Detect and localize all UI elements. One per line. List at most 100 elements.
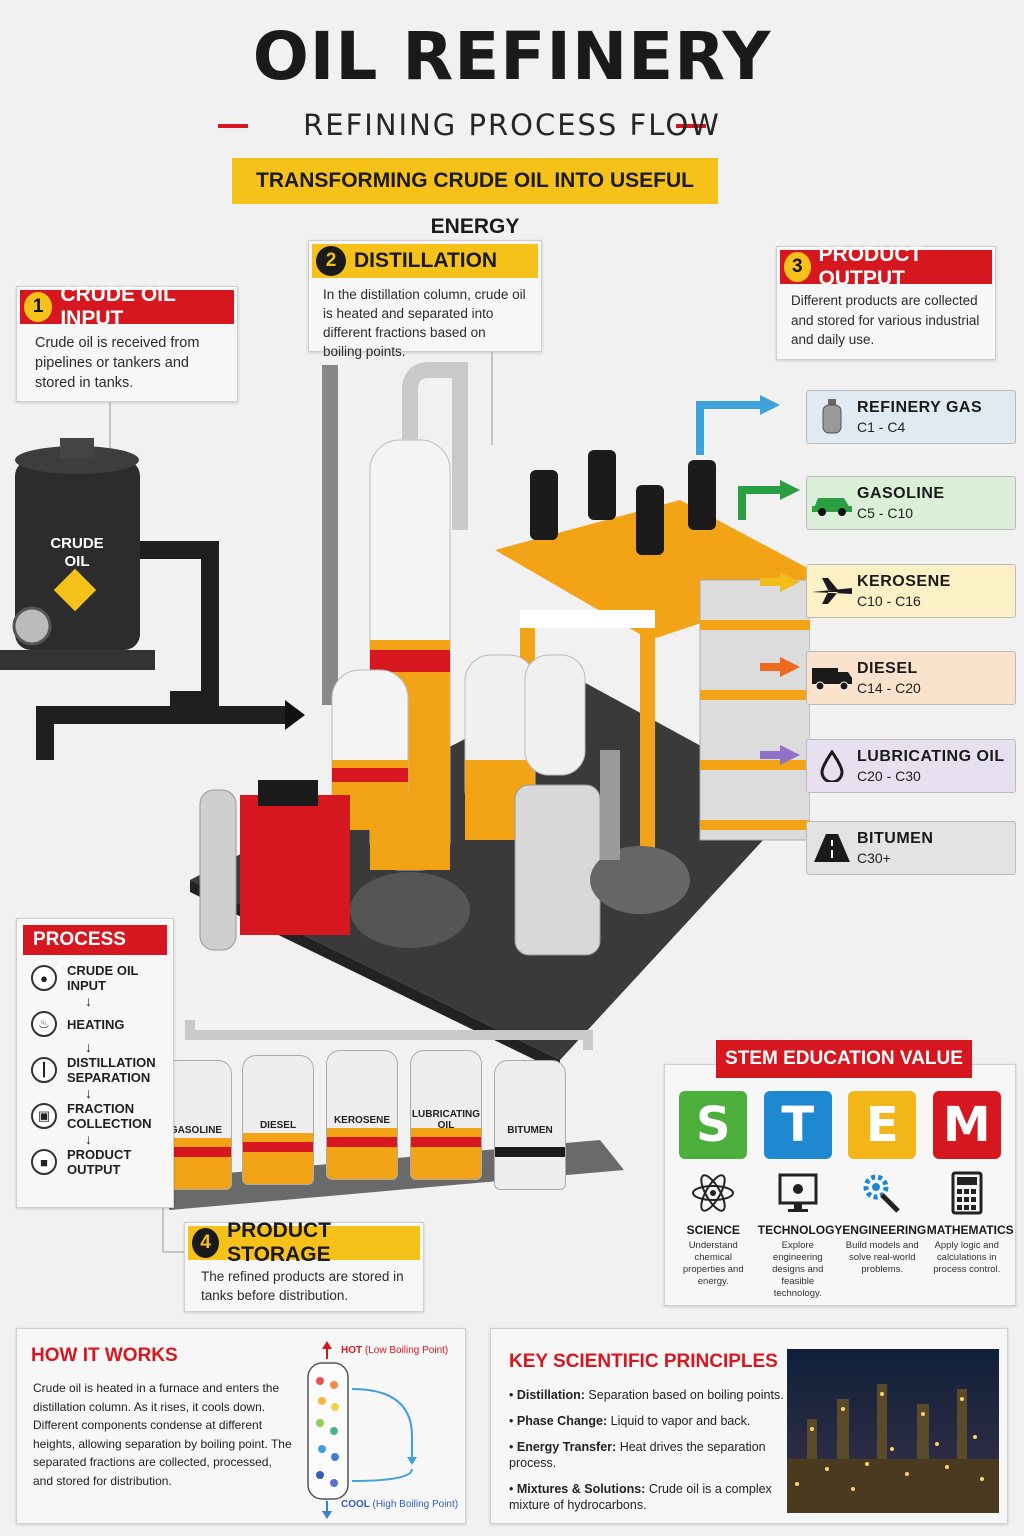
how-it-works-text: Crude oil is heated in a furnace and ent… [33, 1381, 292, 1488]
crude-tank-label: OIL [65, 553, 90, 570]
process-flow-item: ♨ HEATING [31, 1009, 173, 1039]
how-it-works-title: HOW IT WORKS [31, 1345, 178, 1366]
product-name: KEROSENE [857, 573, 951, 590]
process-flow-arrow-icon: ↓ [85, 1039, 92, 1055]
principle-item: • Distillation: Separation based on boil… [509, 1388, 784, 1402]
hot-label-text: HOT [341, 1345, 363, 1356]
process-flow-label: HEATING [67, 1016, 125, 1032]
product-carbon-range: C1 - C4 [857, 419, 906, 435]
principles-list: • Distillation: Separation based on boil… [509, 1387, 789, 1523]
principle-item: • Mixtures & Solutions: Crude oil is a c… [509, 1482, 772, 1512]
crude-oil-tank: CRUDE OIL [0, 438, 155, 670]
step-title: PRODUCT STORAGE [227, 1219, 331, 1266]
process-flow-card: PROCESS FLOW ●CRUDE OIL INPUT↓♨HEATING↓┃… [16, 918, 174, 1208]
product-refinery-gas: REFINERY GAS C1 - C4 [806, 390, 1016, 444]
hot-note-text: (Low Boiling Point) [364, 1345, 449, 1356]
truck-icon [807, 658, 857, 698]
inlet-pipe [140, 541, 219, 709]
lubricating-arrow [780, 745, 800, 765]
principle-text: Crude oil is a complex mixture of hydroc… [509, 1482, 772, 1512]
tank-label: DIESEL [259, 1120, 297, 1131]
oil-drop-icon [807, 746, 857, 786]
step-description: The refined products are stored in tanks… [201, 1269, 404, 1303]
process-flow-list: ●CRUDE OIL INPUT↓♨HEATING↓┃DISTILLATION … [17, 963, 173, 1177]
product-name: DIESEL [857, 660, 918, 677]
subtitle-rule-right [676, 124, 706, 128]
step-description: Different products are collected and sto… [791, 293, 980, 347]
step-title: PRODUCT OUTPUT [818, 243, 923, 290]
refinery-illustration: CRUDE OIL [0, 362, 810, 1210]
crude-oil-input-card: 1 CRUDE OIL INPUT Crude oil is received … [16, 283, 238, 402]
tank-label: GASOLINE [169, 1125, 223, 1136]
inlet-arrow [285, 700, 305, 730]
airplane-icon [807, 571, 857, 611]
road-icon [807, 828, 857, 868]
stem-letter: S [679, 1091, 748, 1159]
subtitle-rule-left [218, 124, 248, 128]
refinery-gas-pipe [696, 401, 760, 455]
stem-description: Build models and solve real-world proble… [845, 1240, 919, 1275]
step-number: 2 [316, 246, 346, 276]
page-title: OIL REFINERY [252, 18, 772, 95]
step-description: Crude oil is received from pipelines or … [35, 335, 200, 391]
stem-letter: M [932, 1091, 1001, 1159]
heater-unit [199, 780, 350, 951]
stem-name: TECHNOLOGY [757, 1223, 843, 1237]
vertical-pipe [322, 365, 338, 705]
kerosene-arrow [780, 572, 800, 592]
process-flow-label: PRODUCT OUTPUT [67, 1147, 132, 1177]
product-storage-header: 4 PRODUCT STORAGE [188, 1219, 420, 1266]
stem-description: Apply logic and calculations in process … [933, 1240, 1001, 1275]
stem-description: Explore engineering designs and feasible… [772, 1240, 824, 1299]
product-name: GASOLINE [857, 485, 945, 502]
tank-label: LUBRICATING OIL [411, 1109, 481, 1131]
crude-tank-label: CRUDE [50, 535, 103, 552]
product-diesel: DIESEL C14 - C20 [806, 651, 1016, 705]
car-icon [807, 483, 857, 523]
atom-icon [673, 1171, 753, 1217]
tank-label: BITUMEN [507, 1125, 553, 1136]
product-name: BITUMEN [857, 830, 934, 847]
flame-icon: ♨ [31, 1011, 57, 1037]
principle-term: Distillation: [516, 1388, 585, 1402]
principle-text: Heat drives the separation process. [509, 1440, 766, 1470]
process-flow-arrow-icon: ↓ [85, 1085, 92, 1101]
diesel-arrow [780, 657, 800, 677]
product-carbon-range: C14 - C20 [857, 680, 921, 696]
gasoline-arrow [780, 480, 800, 500]
stem-name: ENGINEERING [842, 1223, 927, 1237]
page-subtitle: REFINING PROCESS FLOW [303, 108, 721, 142]
process-flow-arrow-icon: ↓ [85, 993, 92, 1009]
process-flow-item: ▣FRACTION COLLECTION [31, 1101, 173, 1131]
crude-oil-input-header: 1 CRUDE OIL INPUT [20, 283, 234, 330]
gear-wrench-icon [842, 1171, 922, 1217]
step-description: In the distillation column, crude oil is… [323, 287, 526, 359]
stem-letter: T [763, 1091, 832, 1159]
process-flow-title: PROCESS FLOW [23, 925, 167, 980]
process-flow-item: ┃DISTILLATION SEPARATION [31, 1055, 173, 1085]
calculator-icon [927, 1171, 1007, 1217]
gas-cylinder-icon [807, 397, 857, 437]
product-name: REFINERY GAS [857, 399, 983, 416]
product-output-header: 3 PRODUCT OUTPUT [780, 243, 992, 290]
key-principles-title: KEY SCIENTIFIC PRINCIPLES [509, 1351, 778, 1372]
cool-note-text: (High Boiling Point) [372, 1499, 459, 1510]
storage-tank-kerosene: KEROSENE [326, 1050, 398, 1180]
process-flow-arrow-icon: ↓ [85, 1131, 92, 1147]
monitor-icon [758, 1171, 838, 1217]
storage-tanks: GASOLINE DIESEL KEROSENE LUBRICATING OIL… [160, 1045, 590, 1205]
column-icon: ┃ [31, 1057, 57, 1083]
cool-label: COOL (High Boiling Point) [341, 1499, 458, 1510]
process-flow-item: ■PRODUCT OUTPUT [31, 1147, 173, 1177]
tagline-banner: TRANSFORMING CRUDE OIL INTO USEFUL ENERG… [232, 158, 718, 238]
cool-label-text: COOL [341, 1499, 370, 1510]
